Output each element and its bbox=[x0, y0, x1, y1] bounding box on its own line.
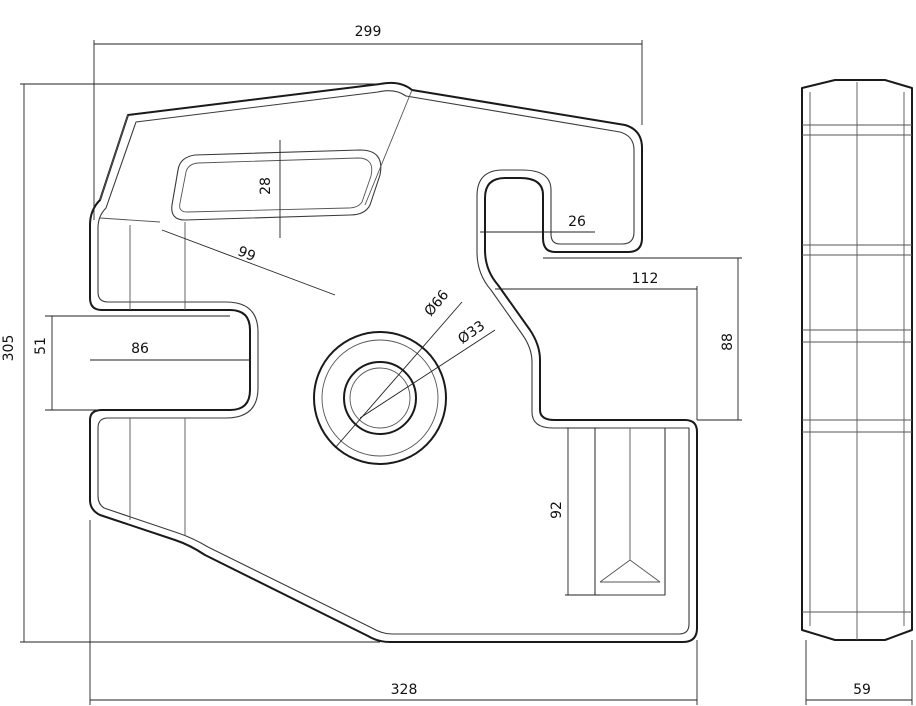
top-bevel-line bbox=[99, 114, 129, 201]
dim-label-diagonal: 99 bbox=[235, 244, 258, 266]
dim-label-slot: 28 bbox=[258, 177, 274, 195]
right-bevel-line bbox=[364, 89, 413, 206]
dim-label-step-width: 112 bbox=[632, 271, 659, 287]
lower-pocket bbox=[594, 427, 666, 596]
top-bevel-line bbox=[99, 217, 161, 223]
side-view bbox=[801, 79, 913, 641]
hole-inner-ring bbox=[343, 361, 417, 435]
upper-slot-inner bbox=[179, 157, 373, 213]
dim-label-height: 305 bbox=[1, 335, 17, 362]
dim-label-hole-outer: Ø66 bbox=[422, 287, 453, 319]
dim-label-pocket: 92 bbox=[549, 501, 565, 519]
hole-outer-ring bbox=[313, 331, 447, 465]
upper-slot bbox=[171, 149, 382, 221]
side-view-outline bbox=[801, 79, 913, 641]
dim-label-notch-depth: 86 bbox=[131, 341, 149, 357]
weight-body-outline bbox=[89, 81, 698, 643]
dim-label-bottom-width: 328 bbox=[391, 682, 418, 698]
dim-label-top-width: 299 bbox=[355, 24, 382, 40]
dimensions: 299 305 328 59 28 99 51 86 Ø66 bbox=[1, 24, 913, 705]
front-view bbox=[89, 81, 698, 643]
dim-label-hole-inner: Ø33 bbox=[455, 318, 488, 348]
dim-label-step-height: 88 bbox=[720, 333, 736, 351]
dim-label-notch-height: 51 bbox=[33, 337, 49, 355]
dim-line-hole-outer bbox=[334, 301, 463, 449]
dim-line-diagonal bbox=[161, 229, 336, 296]
dim-label-hook: 26 bbox=[568, 214, 586, 230]
hole-outer-ring-2 bbox=[321, 339, 439, 457]
weight-body-inner-edge bbox=[97, 90, 690, 635]
hole-inner-ring-2 bbox=[349, 367, 411, 429]
dim-line-hole-inner bbox=[359, 329, 496, 419]
lower-pocket-inner bbox=[599, 428, 661, 583]
dim-label-thickness: 59 bbox=[853, 682, 871, 698]
